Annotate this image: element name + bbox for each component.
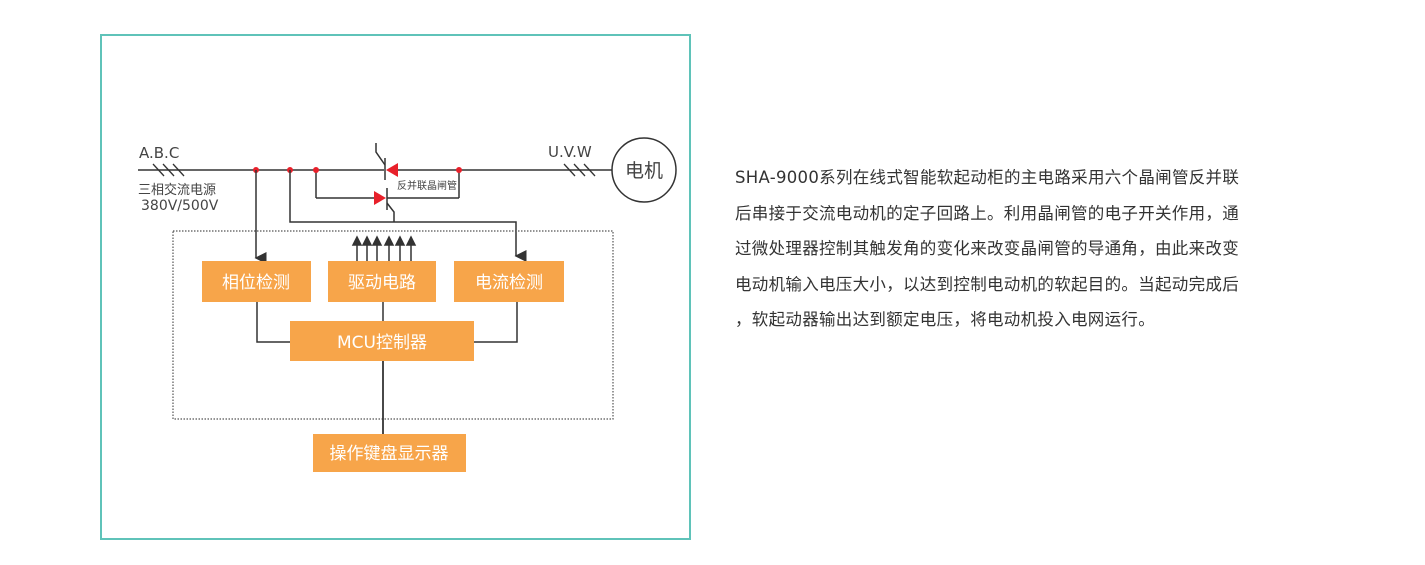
svg-text:相位检测: 相位检测 — [222, 273, 290, 293]
thyristor-reverse-icon — [316, 188, 459, 222]
description-line: ，软起动器输出达到额定电压，将电动机投入电网运行。 — [735, 310, 1155, 329]
thyristor-label: 反并联晶闸管 — [397, 179, 457, 192]
junction-dot — [456, 167, 462, 173]
motor-circle — [611, 137, 677, 203]
three-phase-input-slashes — [152, 163, 185, 177]
thyristor-forward-icon — [375, 143, 398, 180]
description-line: 电动机输入电压大小，以达到控制电动机的软起目的。当起动完成后 — [735, 274, 1239, 294]
current-detect-block: 电流检测 — [454, 261, 564, 302]
description-line: 后串接于交流电动机的定子回路上。利用晶闸管的电子开关作用，通 — [735, 203, 1239, 223]
svg-text:电流检测: 电流检测 — [475, 273, 543, 293]
svg-text:操作键盘显示器: 操作键盘显示器 — [330, 444, 449, 464]
current-to-mcu-line — [474, 302, 518, 343]
drive-signal-arrows — [351, 235, 417, 261]
description-paragraph: SHA-9000系列在线式智能软起动柜的主电路采用六个晶闸管反并联 后串接于交流… — [735, 160, 1365, 338]
svg-text:驱动电路: 驱动电路 — [348, 273, 416, 293]
description-line: 过微处理器控制其触发角的变化来改变晶闸管的导通角，由此来改变 — [735, 239, 1239, 258]
svg-text:MCU控制器: MCU控制器 — [337, 333, 427, 353]
drive-circuit-block: 驱动电路 — [328, 261, 436, 302]
input-desc-line2: 380V/500V — [141, 198, 219, 214]
phase-detect-block: 相位检测 — [202, 261, 311, 302]
output-label: U.V.W — [548, 143, 592, 161]
control-unit-boundary — [172, 230, 614, 420]
diagram-frame — [100, 34, 691, 540]
keyboard-display-block: 操作键盘显示器 — [313, 434, 466, 472]
three-phase-output-slashes — [563, 163, 596, 177]
current-sense-line — [289, 170, 527, 262]
input-label: A.B.C — [139, 144, 179, 162]
mcu-controller-block: MCU控制器 — [290, 321, 474, 361]
description-line: SHA-9000系列在线式智能软起动柜的主电路采用六个晶闸管反并联 — [735, 168, 1240, 187]
input-desc-line1: 三相交流电源 — [138, 182, 216, 198]
motor-label: 电机 — [625, 160, 663, 182]
phase-to-mcu-line — [256, 302, 290, 343]
junction-dot — [313, 167, 319, 173]
